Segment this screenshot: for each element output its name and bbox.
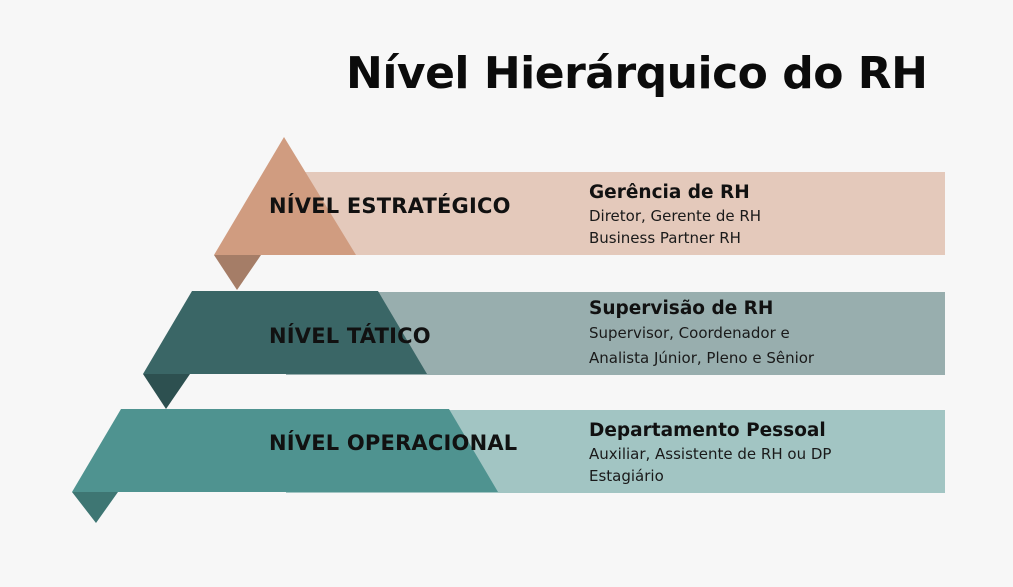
pyramid-bottom-operational	[72, 409, 498, 492]
fold-strategic	[214, 255, 261, 290]
level-label-operational: NÍVEL OPERACIONAL	[269, 431, 518, 455]
info-line: Analista Júnior, Pleno e Sênior	[589, 349, 815, 367]
info-heading: Supervisão de RH	[589, 298, 774, 319]
info-heading: Gerência de RH	[589, 182, 750, 203]
info-line: Auxiliar, Assistente de RH ou DP	[589, 445, 832, 463]
band-strategic	[300, 172, 945, 255]
info-line: Estagiário	[589, 467, 664, 485]
page-title: Nível Hierárquico do RH	[346, 48, 928, 99]
pyramid-middle-tactical	[143, 291, 427, 374]
info-line: Diretor, Gerente de RH	[589, 207, 762, 225]
info-tactical: Supervisão de RH Supervisor, Coordenador…	[589, 297, 814, 371]
info-heading: Departamento Pessoal	[589, 420, 826, 441]
info-line: Business Partner RH	[589, 229, 741, 247]
fold-tactical	[143, 374, 190, 409]
info-strategic: Gerência de RH Diretor, Gerente de RH Bu…	[589, 181, 761, 249]
level-label-tactical: NÍVEL TÁTICO	[269, 324, 431, 348]
info-line: Supervisor, Coordenador e	[589, 324, 790, 342]
fold-operational	[72, 492, 118, 523]
pyramid-top-strategic	[214, 137, 356, 255]
info-operational: Departamento Pessoal Auxiliar, Assistent…	[589, 419, 831, 487]
level-label-strategic: NÍVEL ESTRATÉGICO	[269, 194, 511, 218]
